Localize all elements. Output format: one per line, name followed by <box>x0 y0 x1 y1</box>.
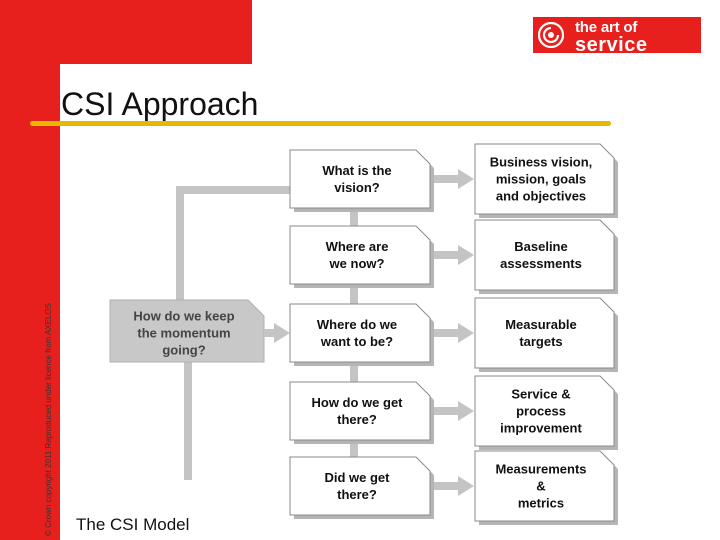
question-text-line: Where do we <box>317 317 397 332</box>
momentum-text-line: going? <box>162 343 205 358</box>
title-underline <box>30 121 611 126</box>
momentum-box <box>109 299 265 363</box>
answer-text-line: mission, goals <box>496 172 586 187</box>
question-box <box>289 381 431 441</box>
logo-line2: service <box>575 34 648 56</box>
answer-text-line: process <box>516 404 566 419</box>
swirl-icon <box>538 22 564 48</box>
answer-text-line: assessments <box>500 256 582 271</box>
answer-text-line: improvement <box>500 421 582 436</box>
momentum-text-line: the momentum <box>137 326 230 341</box>
answer-box <box>474 450 615 522</box>
question-box <box>289 303 431 363</box>
question-text-line: vision? <box>334 180 380 195</box>
logo-line1: the art of <box>575 19 638 36</box>
answer-box <box>474 219 615 291</box>
side-red-stripe <box>0 0 60 540</box>
question-text-line: How do we get <box>312 395 404 410</box>
row-arrowhead <box>458 323 474 343</box>
momentum-text-line: How do we keep <box>133 309 234 324</box>
answer-text-line: targets <box>519 334 562 349</box>
question-box <box>289 225 431 285</box>
question-box <box>289 456 431 516</box>
logo: the art of service <box>533 17 701 56</box>
answer-box <box>474 143 615 215</box>
answer-box <box>474 297 615 369</box>
row-arrowhead <box>458 245 474 265</box>
question-text-line: there? <box>337 412 377 427</box>
question-text-line: What is the <box>322 163 391 178</box>
momentum-arrowhead <box>274 323 290 343</box>
diagram-caption: The CSI Model <box>76 515 190 534</box>
row-arrowhead <box>458 476 474 496</box>
row-arrowhead <box>458 401 474 421</box>
question-text-line: want to be? <box>320 334 393 349</box>
loop-line-lower <box>184 352 202 480</box>
answer-text-line: Business vision, <box>490 155 593 170</box>
answer-text-line: metrics <box>518 496 564 511</box>
question-box <box>289 149 431 209</box>
answer-text-line: Measurements <box>495 462 586 477</box>
answer-text-line: Baseline <box>514 239 567 254</box>
page-title: CSI Approach <box>61 86 259 122</box>
answer-text-line: and objectives <box>496 189 586 204</box>
question-text-line: Did we get <box>324 470 390 485</box>
answer-text-line: Service & <box>511 387 570 402</box>
answer-text-line: Measurable <box>505 317 577 332</box>
loop-line-upper <box>176 186 298 306</box>
row-arrowhead <box>458 169 474 189</box>
question-text-line: we now? <box>329 256 385 271</box>
answer-box <box>474 375 615 447</box>
question-text-line: Where are <box>326 239 389 254</box>
answer-text-line: & <box>536 479 545 494</box>
question-text-line: there? <box>337 487 377 502</box>
